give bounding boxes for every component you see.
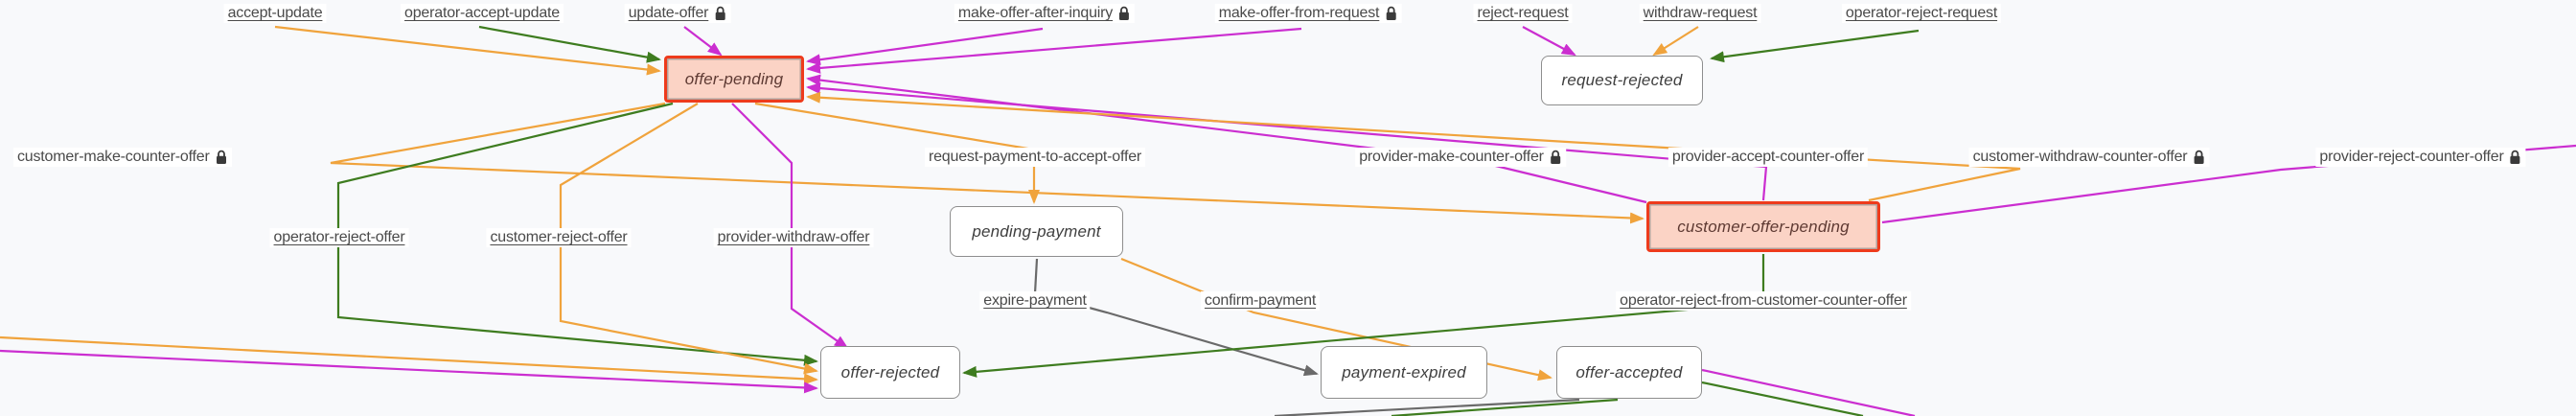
transition-label-text: make-offer-from-request (1218, 5, 1380, 21)
edge-into-offer-rejected-magenta (0, 349, 818, 394)
transition-label-text: operator-reject-from-customer-counter-of… (1620, 292, 1907, 309)
edge-operator-accept-update (478, 25, 661, 63)
edge-withdraw-request (1652, 26, 1699, 57)
transition-label-make-offer-from-request[interactable]: make-offer-from-request (1214, 4, 1402, 23)
edge-update-offer (683, 26, 723, 57)
state-node-label: customer-offer-pending (1677, 217, 1850, 236)
transition-label-provider-accept-counter-offer[interactable]: provider-accept-counter-offer (1668, 148, 1869, 167)
transition-label-text: provider-make-counter-offer (1359, 149, 1544, 165)
edge-accept-update (274, 25, 661, 76)
state-node-label: offer-rejected (840, 362, 940, 381)
transition-label-confirm-payment[interactable]: confirm-payment (1200, 291, 1321, 311)
lock-icon (2510, 150, 2520, 164)
transition-label-text: customer-make-counter-offer (17, 149, 210, 165)
transition-label-text: operator-accept-update (404, 5, 560, 21)
transition-label-make-offer-after-inquiry[interactable]: make-offer-after-inquiry (954, 4, 1136, 23)
lock-icon (1386, 6, 1396, 20)
edge-provider-withdraw-offer (731, 103, 849, 350)
transition-label-text: customer-withdraw-counter-offer (1972, 149, 2188, 165)
state-node-offer-rejected[interactable]: offer-rejected (820, 346, 960, 399)
edge-operator-reject-offer (336, 102, 818, 366)
transition-label-operator-accept-update[interactable]: operator-accept-update (401, 4, 564, 23)
transition-label-withdraw-request[interactable]: withdraw-request (1639, 4, 1761, 23)
state-node-offer-pending[interactable]: offer-pending (664, 56, 804, 103)
edge-provider-accept-counter-offer (806, 82, 1768, 201)
transition-label-text: operator-reject-offer (273, 229, 405, 245)
transition-label-text: provider-reject-counter-offer (2319, 149, 2504, 165)
transition-label-text: operator-reject-request (1845, 5, 1998, 21)
transition-label-text: update-offer (628, 5, 709, 21)
transition-label-update-offer[interactable]: update-offer (624, 4, 731, 23)
transition-label-reject-request[interactable]: reject-request (1473, 4, 1573, 23)
lock-icon (1550, 150, 1560, 164)
transition-label-accept-update[interactable]: accept-update (223, 4, 327, 23)
edge-operator-reject-request (1710, 29, 1920, 63)
transition-label-operator-reject-request[interactable]: operator-reject-request (1841, 4, 2002, 23)
transition-label-text: provider-withdraw-offer (717, 229, 870, 245)
transition-label-operator-reject-from-customer-counter-offer[interactable]: operator-reject-from-customer-counter-of… (1616, 291, 1911, 311)
transition-label-text: reject-request (1477, 5, 1569, 21)
transition-label-text: provider-accept-counter-offer (1671, 149, 1865, 165)
lock-icon (216, 150, 226, 164)
state-node-label: pending-payment (972, 221, 1101, 241)
edge-offer-accepted-exit-green-2 (1391, 398, 1619, 416)
edge-offer-accepted-exit-magenta (1701, 368, 1916, 416)
state-node-payment-expired[interactable]: payment-expired (1321, 346, 1487, 399)
edge-customer-reject-offer (559, 103, 818, 375)
state-node-label: request-rejected (1561, 71, 1683, 89)
lock-icon (1119, 6, 1130, 20)
edge-customer-make-counter-offer (330, 102, 1644, 224)
transition-label-text: withdraw-request (1643, 5, 1758, 21)
transition-label-text: accept-update (227, 5, 323, 21)
lock-icon (2194, 150, 2204, 164)
edge-offer-accepted-exit-gray (1274, 398, 1580, 416)
edge-offer-accepted-exit-green (1701, 381, 1864, 416)
state-node-customer-offer-pending[interactable]: customer-offer-pending (1646, 201, 1880, 252)
transition-label-text: customer-reject-offer (490, 229, 628, 245)
transition-label-expire-payment[interactable]: expire-payment (979, 291, 1091, 311)
transition-label-text: confirm-payment (1204, 292, 1317, 309)
transition-label-provider-make-counter-offer[interactable]: provider-make-counter-offer (1355, 148, 1566, 167)
lock-icon (715, 6, 725, 20)
transition-label-customer-withdraw-counter-offer[interactable]: customer-withdraw-counter-offer (1968, 148, 2210, 167)
state-node-label: offer-pending (684, 69, 784, 88)
transition-label-customer-reject-offer[interactable]: customer-reject-offer (486, 228, 632, 247)
state-node-label: payment-expired (1342, 362, 1466, 381)
transition-label-text: expire-payment (983, 292, 1087, 309)
edge-into-offer-rejected-orange (0, 335, 818, 385)
transition-label-provider-reject-counter-offer[interactable]: provider-reject-counter-offer (2315, 148, 2526, 167)
transition-label-request-payment-to-accept-offer[interactable]: request-payment-to-accept-offer (924, 148, 1146, 167)
state-node-label: offer-accepted (1576, 362, 1683, 381)
transition-label-operator-reject-offer[interactable]: operator-reject-offer (269, 228, 409, 247)
transition-label-text: make-offer-after-inquiry (957, 5, 1114, 21)
transition-label-text: request-payment-to-accept-offer (928, 149, 1142, 165)
edge-make-offer-from-request (806, 27, 1302, 74)
edge-customer-withdraw-counter-offer (806, 91, 2021, 202)
transition-label-provider-withdraw-offer[interactable]: provider-withdraw-offer (713, 228, 874, 247)
transition-label-customer-make-counter-offer[interactable]: customer-make-counter-offer (13, 148, 232, 167)
edge-reject-request (1522, 26, 1576, 56)
state-node-pending-payment[interactable]: pending-payment (950, 206, 1123, 257)
state-node-request-rejected[interactable]: request-rejected (1541, 56, 1703, 105)
edge-make-offer-after-inquiry (806, 27, 1044, 66)
state-node-offer-accepted[interactable]: offer-accepted (1556, 346, 1702, 399)
